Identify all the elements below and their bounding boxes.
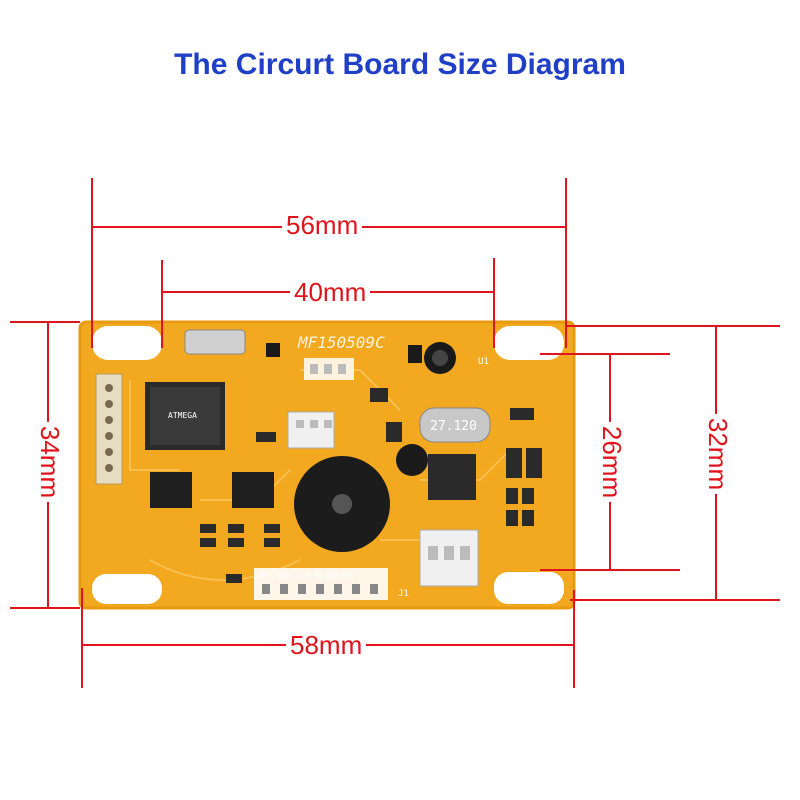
- mounting-hole-top-right: [494, 326, 564, 360]
- dim-height-hole-spacing: 26mm: [597, 421, 628, 503]
- model-label: MF150509C: [297, 333, 385, 352]
- crystal-small: [184, 329, 246, 355]
- dim-width-outer: 56mm: [282, 210, 363, 240]
- mounting-hole-bottom-right: [494, 572, 564, 604]
- connector-ref: J1: [398, 589, 409, 599]
- rf-chip: [428, 454, 476, 500]
- svg-text:ATMEGA: ATMEGA: [168, 411, 197, 420]
- chip-ref: U1: [478, 357, 489, 367]
- crystal-oscillator: [419, 407, 491, 443]
- dim-height-outer: 32mm: [703, 413, 734, 495]
- diagram-title: The Circurt Board Size Diagram: [174, 48, 626, 81]
- mounting-hole-bottom-left: [92, 574, 162, 604]
- circuit-board: ATMEGA MF150509C 27.120: [78, 320, 576, 610]
- mounting-hole-top-left: [92, 326, 162, 360]
- dim-width-total: 58mm: [286, 630, 367, 660]
- pin-labels: 4M- GND L O K GND+6V: [258, 571, 355, 580]
- dim-width-hole-spacing: 40mm: [290, 277, 371, 307]
- dim-height-total: 34mm: [35, 421, 66, 503]
- crystal-label: 27.120: [430, 419, 477, 434]
- jst-connector-top: [287, 411, 335, 449]
